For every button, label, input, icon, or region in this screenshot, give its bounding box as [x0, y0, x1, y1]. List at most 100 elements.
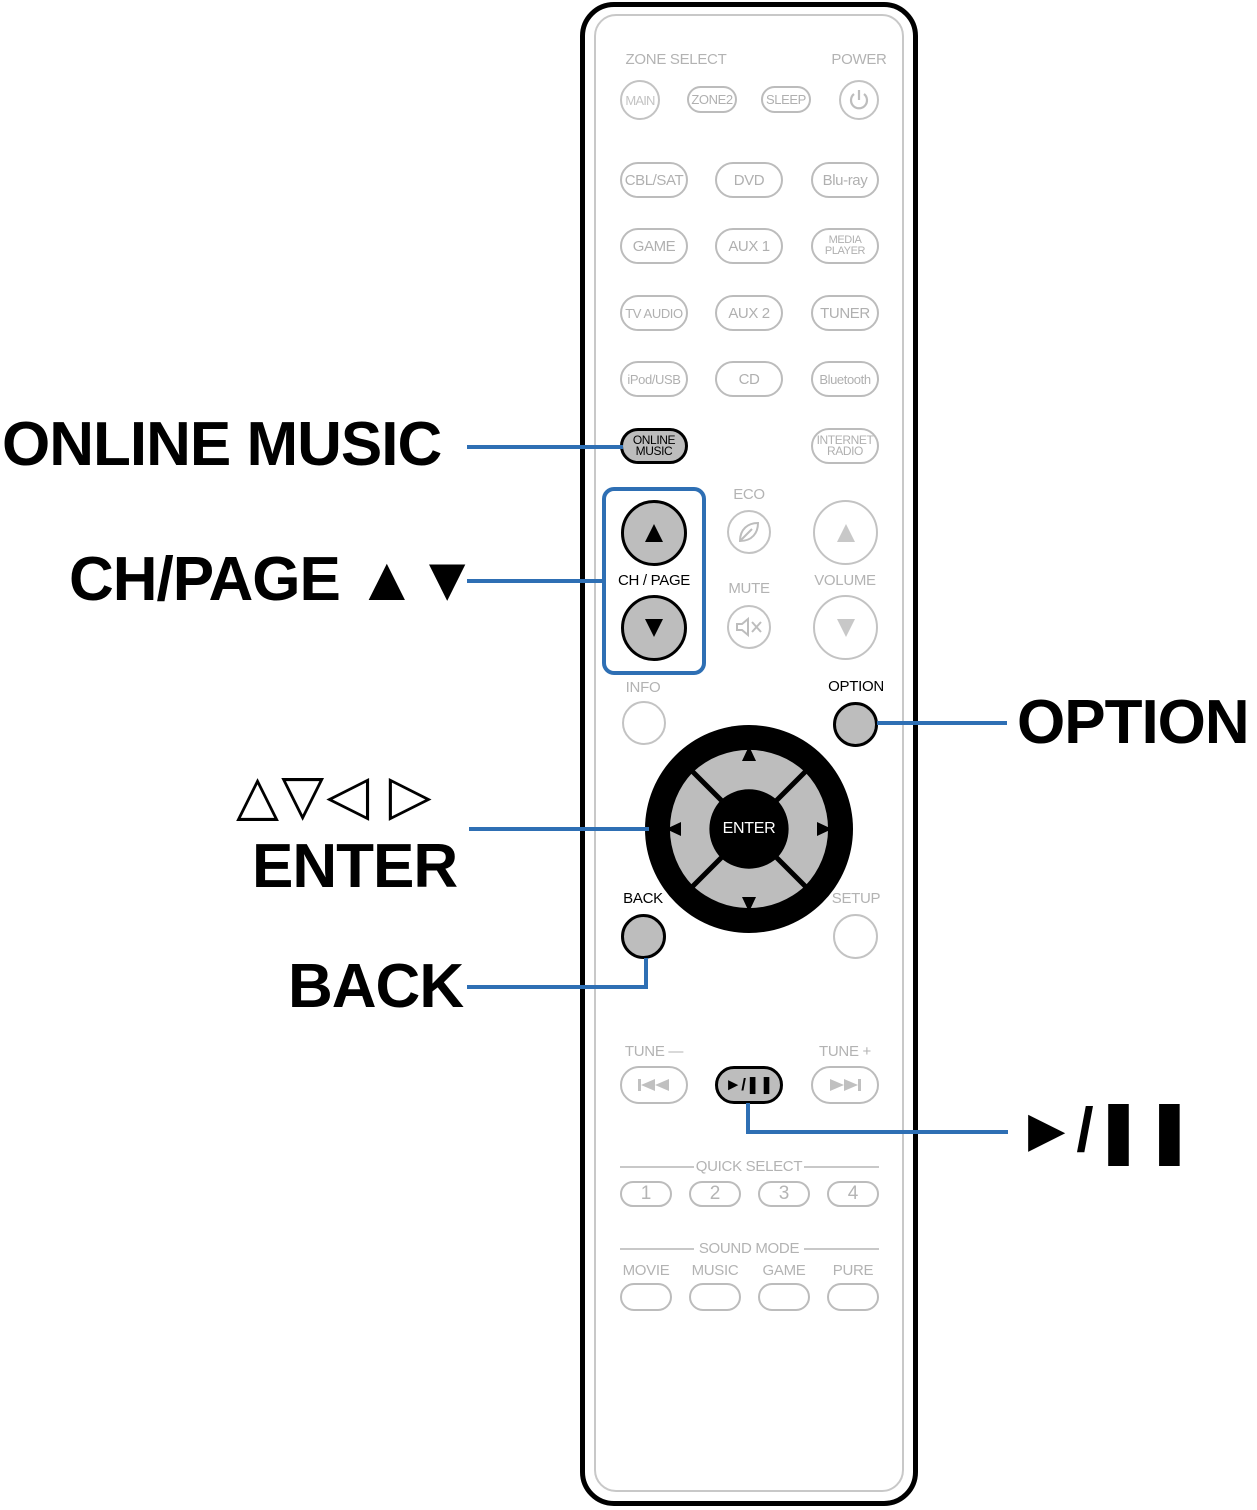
source-media-player-button[interactable]: MEDIA PLAYER: [811, 228, 879, 264]
play-pause-button[interactable]: ►/❚❚: [715, 1066, 783, 1104]
tune-plus-label: TUNE +: [819, 1043, 871, 1060]
option-leader: [877, 721, 1007, 725]
ch-page-up-button[interactable]: [621, 500, 687, 566]
quick-select-number: 4: [847, 1183, 859, 1204]
zone2-label: ZONE2: [691, 92, 733, 107]
quick-select-1-button[interactable]: 1: [620, 1181, 672, 1207]
enter-button-body[interactable]: [711, 791, 787, 867]
source-label: AUX 1: [728, 237, 770, 255]
cursor-arrows-callout: △▽◁ ▷: [236, 763, 434, 826]
speaker-mute-icon: [736, 616, 762, 638]
source-tuner-button[interactable]: TUNER: [811, 295, 879, 331]
main-zone-label: MAIN: [625, 92, 655, 108]
ch-page-callout: CH/PAGE ▲▼: [69, 545, 478, 614]
source-aux2-button[interactable]: AUX 2: [715, 295, 783, 331]
quick-select-number: 2: [709, 1183, 721, 1204]
dpad-up-segment[interactable]: [693, 749, 805, 800]
back-label: BACK: [623, 890, 663, 907]
sleep-button[interactable]: SLEEP: [761, 86, 811, 113]
dpad-left-segment[interactable]: [669, 772, 721, 886]
setup-label: SETUP: [831, 890, 881, 907]
sound-mode-divider-left: [620, 1248, 694, 1250]
previous-track-button[interactable]: [620, 1066, 688, 1104]
source-cd-button[interactable]: CD: [715, 361, 783, 397]
sound-mode-divider-right: [804, 1248, 879, 1250]
source-label: TV AUDIO: [625, 305, 683, 321]
source-label: Blu-ray: [822, 171, 868, 189]
main-zone-button[interactable]: MAIN: [620, 80, 660, 120]
ch-page-down-button[interactable]: [621, 595, 687, 661]
source-bluetooth-button[interactable]: Bluetooth: [811, 361, 879, 397]
leaf-icon: [738, 521, 760, 543]
sound-mode-music-button[interactable]: [689, 1283, 741, 1311]
setup-button[interactable]: [833, 914, 878, 959]
quick-select-label: QUICK SELECT: [695, 1158, 803, 1175]
eco-label: ECO: [733, 486, 765, 503]
enter-leader: [469, 827, 649, 831]
sound-mode-movie-label: MOVIE: [622, 1262, 670, 1279]
sound-mode-movie-button[interactable]: [620, 1283, 672, 1311]
source-label: CBL/SAT: [624, 171, 684, 189]
dpad-down-arrow-icon: [742, 897, 756, 912]
dpad-left-arrow-icon: [666, 822, 681, 836]
mute-label: MUTE: [728, 580, 770, 597]
source-aux1-button[interactable]: AUX 1: [715, 228, 783, 264]
source-bluray-button[interactable]: Blu-ray: [811, 162, 879, 198]
sound-mode-pure-label: PURE: [832, 1262, 874, 1279]
triangle-down-icon: [645, 619, 663, 637]
sound-mode-game-button[interactable]: [758, 1283, 810, 1311]
sound-mode-pure-button[interactable]: [827, 1283, 879, 1311]
source-tv-audio-button[interactable]: TV AUDIO: [620, 295, 688, 331]
source-label: iPod/USB: [627, 371, 681, 387]
zone-select-label: ZONE SELECT: [625, 51, 727, 68]
info-label: INFO: [625, 679, 661, 696]
quick-select-4-button[interactable]: 4: [827, 1181, 879, 1207]
internet-radio-label-line2: RADIO: [826, 444, 863, 458]
skip-forward-icon: [830, 1079, 861, 1091]
dpad-up-arrow-icon: [742, 746, 756, 761]
source-label: GAME: [632, 237, 676, 255]
source-game-button[interactable]: GAME: [620, 228, 688, 264]
source-dvd-button[interactable]: DVD: [715, 162, 783, 198]
play-pause-leader-horizontal: [746, 1130, 1008, 1134]
source-ipod-usb-button[interactable]: iPod/USB: [620, 361, 688, 397]
volume-down-button[interactable]: [813, 595, 878, 660]
online-music-label-line2: MUSIC: [635, 444, 673, 458]
option-button[interactable]: [833, 702, 878, 747]
next-track-button[interactable]: [811, 1066, 879, 1104]
sound-mode-music-label: MUSIC: [691, 1262, 739, 1279]
quick-select-2-button[interactable]: 2: [689, 1181, 741, 1207]
sleep-label: SLEEP: [766, 92, 806, 107]
volume-up-button[interactable]: [813, 500, 878, 565]
zone2-button[interactable]: ZONE2: [687, 86, 737, 113]
source-cbl-sat-button[interactable]: CBL/SAT: [620, 162, 688, 198]
dpad-down-segment[interactable]: [693, 858, 805, 909]
play-pause-callout: ►/❚❚: [1016, 1096, 1195, 1165]
mute-button[interactable]: [727, 605, 771, 649]
play-pause-leader-vertical: [746, 1103, 750, 1134]
internet-radio-button[interactable]: INTERNET RADIO: [811, 428, 879, 464]
quick-select-number: 3: [778, 1183, 790, 1204]
quick-select-divider-left: [620, 1166, 694, 1168]
sound-mode-label: SOUND MODE: [698, 1240, 800, 1257]
volume-label: VOLUME: [814, 572, 876, 589]
eco-button[interactable]: [727, 510, 771, 554]
sound-mode-game-label: GAME: [762, 1262, 806, 1279]
online-music-leader: [467, 445, 623, 449]
ch-page-label: CH / PAGE: [617, 572, 691, 589]
online-music-label-line1: ONLINE: [632, 433, 676, 447]
power-icon: [849, 90, 869, 110]
tune-minus-label: TUNE —: [624, 1043, 684, 1060]
back-button[interactable]: [621, 914, 666, 959]
quick-select-3-button[interactable]: 3: [758, 1181, 810, 1207]
quick-select-number: 1: [640, 1183, 652, 1204]
power-button[interactable]: [839, 80, 879, 120]
back-leader-horizontal: [467, 985, 648, 989]
source-label: TUNER: [820, 304, 870, 322]
triangle-up-icon: [836, 523, 855, 542]
dpad-right-arrow-icon: [817, 822, 832, 836]
source-label: CD: [738, 370, 760, 388]
info-button[interactable]: [622, 701, 666, 745]
dpad-right-segment[interactable]: [777, 772, 829, 886]
